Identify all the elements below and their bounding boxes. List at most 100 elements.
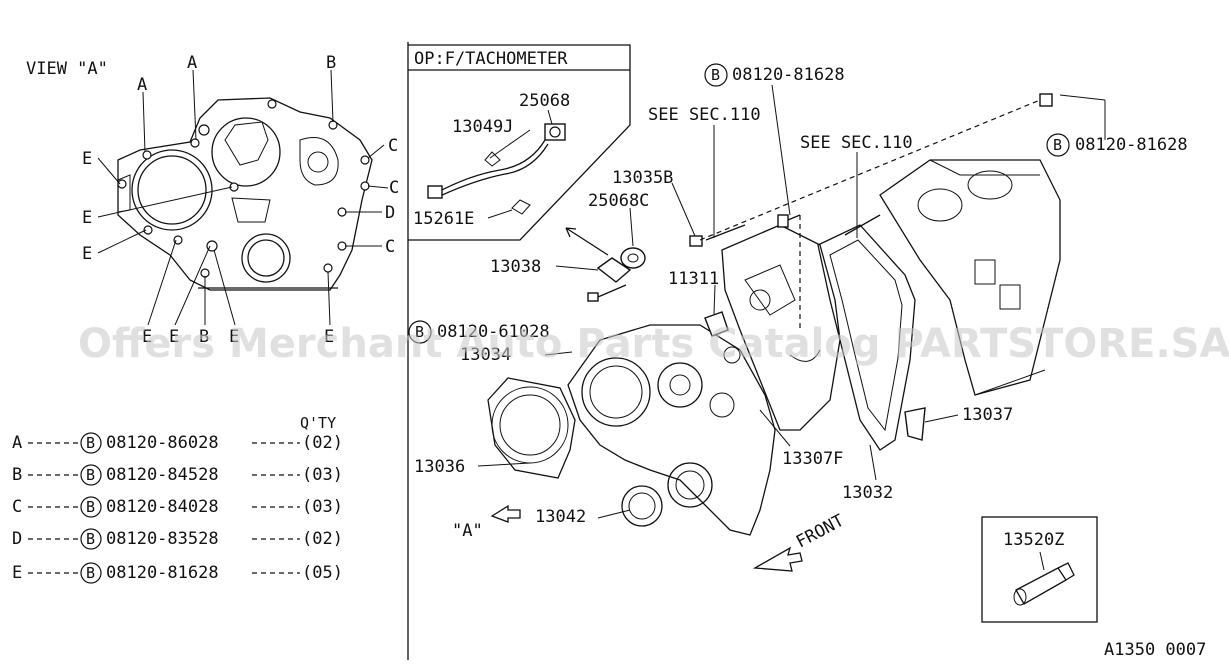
option-box-title: OP:F/TACHOMETER [414,49,568,69]
svg-text:B: B [711,66,720,84]
exploded-view: B 08120-81628 B 08120-81628 SEE SEC.110 … [408,63,1188,572]
view-a-seal-hole [241,233,291,283]
qty-row-part: 08120-83528 [106,529,219,549]
bolt-08120-61028 [587,292,599,302]
label-13042: 13042 [535,507,586,527]
engine-block [879,159,1061,396]
label-08120-61028: 08120-61028 [437,322,550,342]
stud-bolt-1 [777,214,789,228]
oil-seal-13042 [621,485,663,527]
bolt-symbol [80,562,102,584]
qty-header: Q'TY [300,414,336,432]
view-a-title: VIEW "A" [26,59,108,79]
qty-row-key: B [12,465,22,485]
qty-row-qty: (02) [302,529,343,549]
view-a-seal-hole-inner [247,239,285,277]
qty-row-part: 08120-86028 [106,433,219,453]
label-13049j: 13049J [452,117,513,137]
svg-text:B: B [86,530,95,548]
svg-text:B: B [86,466,95,484]
qty-row: D B 08120-83528 (02) [12,528,343,550]
front-cover-bore [581,357,651,427]
alignment-line-1 [699,99,1041,241]
qty-row: E B 08120-81628 (05) [12,562,343,584]
view-a-panel: VIEW "A" [26,53,399,347]
sealant-box-outline [981,516,1098,623]
qty-row: C B 08120-84028 (03) [12,496,343,518]
view-a-pump-area [299,137,339,186]
stud-bolt-2 [1039,93,1053,107]
exploded-leaders [477,84,1106,519]
view-a-cover-outline [117,97,373,291]
label-15261e: 15261E [413,209,474,229]
callout-e-3: E [82,244,92,264]
front-cover-13034 [567,324,776,536]
label-see-sec-1: SEE SEC.110 [648,105,761,125]
view-a-arrow-icon [490,504,521,523]
gasket-25068c [620,247,646,269]
view-a-bore-left-inner [137,155,207,225]
callout-a-2: A [187,53,197,73]
view-a-leaders [97,69,389,326]
qty-row-key: D [12,529,22,549]
gasket-13037 [904,407,926,441]
svg-text:B: B [86,564,95,582]
callout-e-1: E [82,149,92,169]
callout-e-bot-2: E [169,327,179,347]
callout-e-bot-4: E [324,327,334,347]
label-13036: 13036 [414,457,465,477]
label-13032: 13032 [842,483,893,503]
qty-row: A B 08120-86028 (02) [12,432,343,454]
callout-d-1: D [385,203,395,223]
qty-table: Q'TY A B 08120-86028 (02) B B 08120-8452… [12,414,343,584]
callout-c-1: C [388,136,398,156]
qty-row-qty: (05) [302,563,343,583]
label-13307f: 13307F [782,449,843,469]
tacho-connector [427,185,443,199]
qty-row: B B 08120-84528 (03) [12,464,343,486]
plate-13307f [721,224,841,431]
gasket-13038 [596,257,632,283]
label-13035b: 13035B [612,168,673,188]
label-13520z: 13520Z [1003,530,1064,550]
label-see-sec-2: SEE SEC.110 [800,133,913,153]
watermark: Offers Merchant Auto Parts Catalog PARTS… [78,321,1229,367]
view-a-bolt-holes [117,99,370,278]
qty-row-key: C [12,497,22,517]
callout-e-2: E [82,208,92,228]
bolt-symbol [408,320,432,344]
view-a-inner-shape [224,121,269,166]
label-11311: 11311 [668,269,719,289]
direction-arrow-up [565,227,609,256]
label-bolt-top-2: 08120-81628 [1075,135,1188,155]
label-25068: 25068 [519,91,570,111]
callout-c-3: C [385,237,395,257]
option-box-outline [408,44,631,241]
tachometer-option-box: OP:F/TACHOMETER 25068 13049J 15261E [408,44,631,241]
bolt-symbol [80,464,102,486]
qty-row-part: 08120-84028 [106,497,219,517]
view-a-bore-top [211,117,281,187]
qty-row-part: 08120-84528 [106,465,219,485]
svg-text:B: B [86,434,95,452]
gasket-13036 [487,377,576,479]
label-13038: 13038 [490,257,541,277]
tacho-harness [435,139,546,194]
sealant-tube-icon [1015,562,1075,605]
qty-row-qty: (03) [302,465,343,485]
front-arrow-icon [752,546,803,572]
label-bolt-top-1: 08120-81628 [732,65,845,85]
qty-row-key: A [12,433,22,453]
label-25068c: 25068C [588,191,649,211]
view-a-pump-hole [307,151,329,173]
tacho-clip [511,199,531,215]
bolt-symbol [80,432,102,454]
label-front: FRONT [793,511,848,553]
callout-e-bot-3: E [229,327,239,347]
view-a-pocket [231,197,271,223]
bolt-symbol [1046,133,1070,157]
callout-e-bot-1: E [142,327,152,347]
qty-row-qty: (02) [302,433,343,453]
bolt-13035b [689,235,703,247]
